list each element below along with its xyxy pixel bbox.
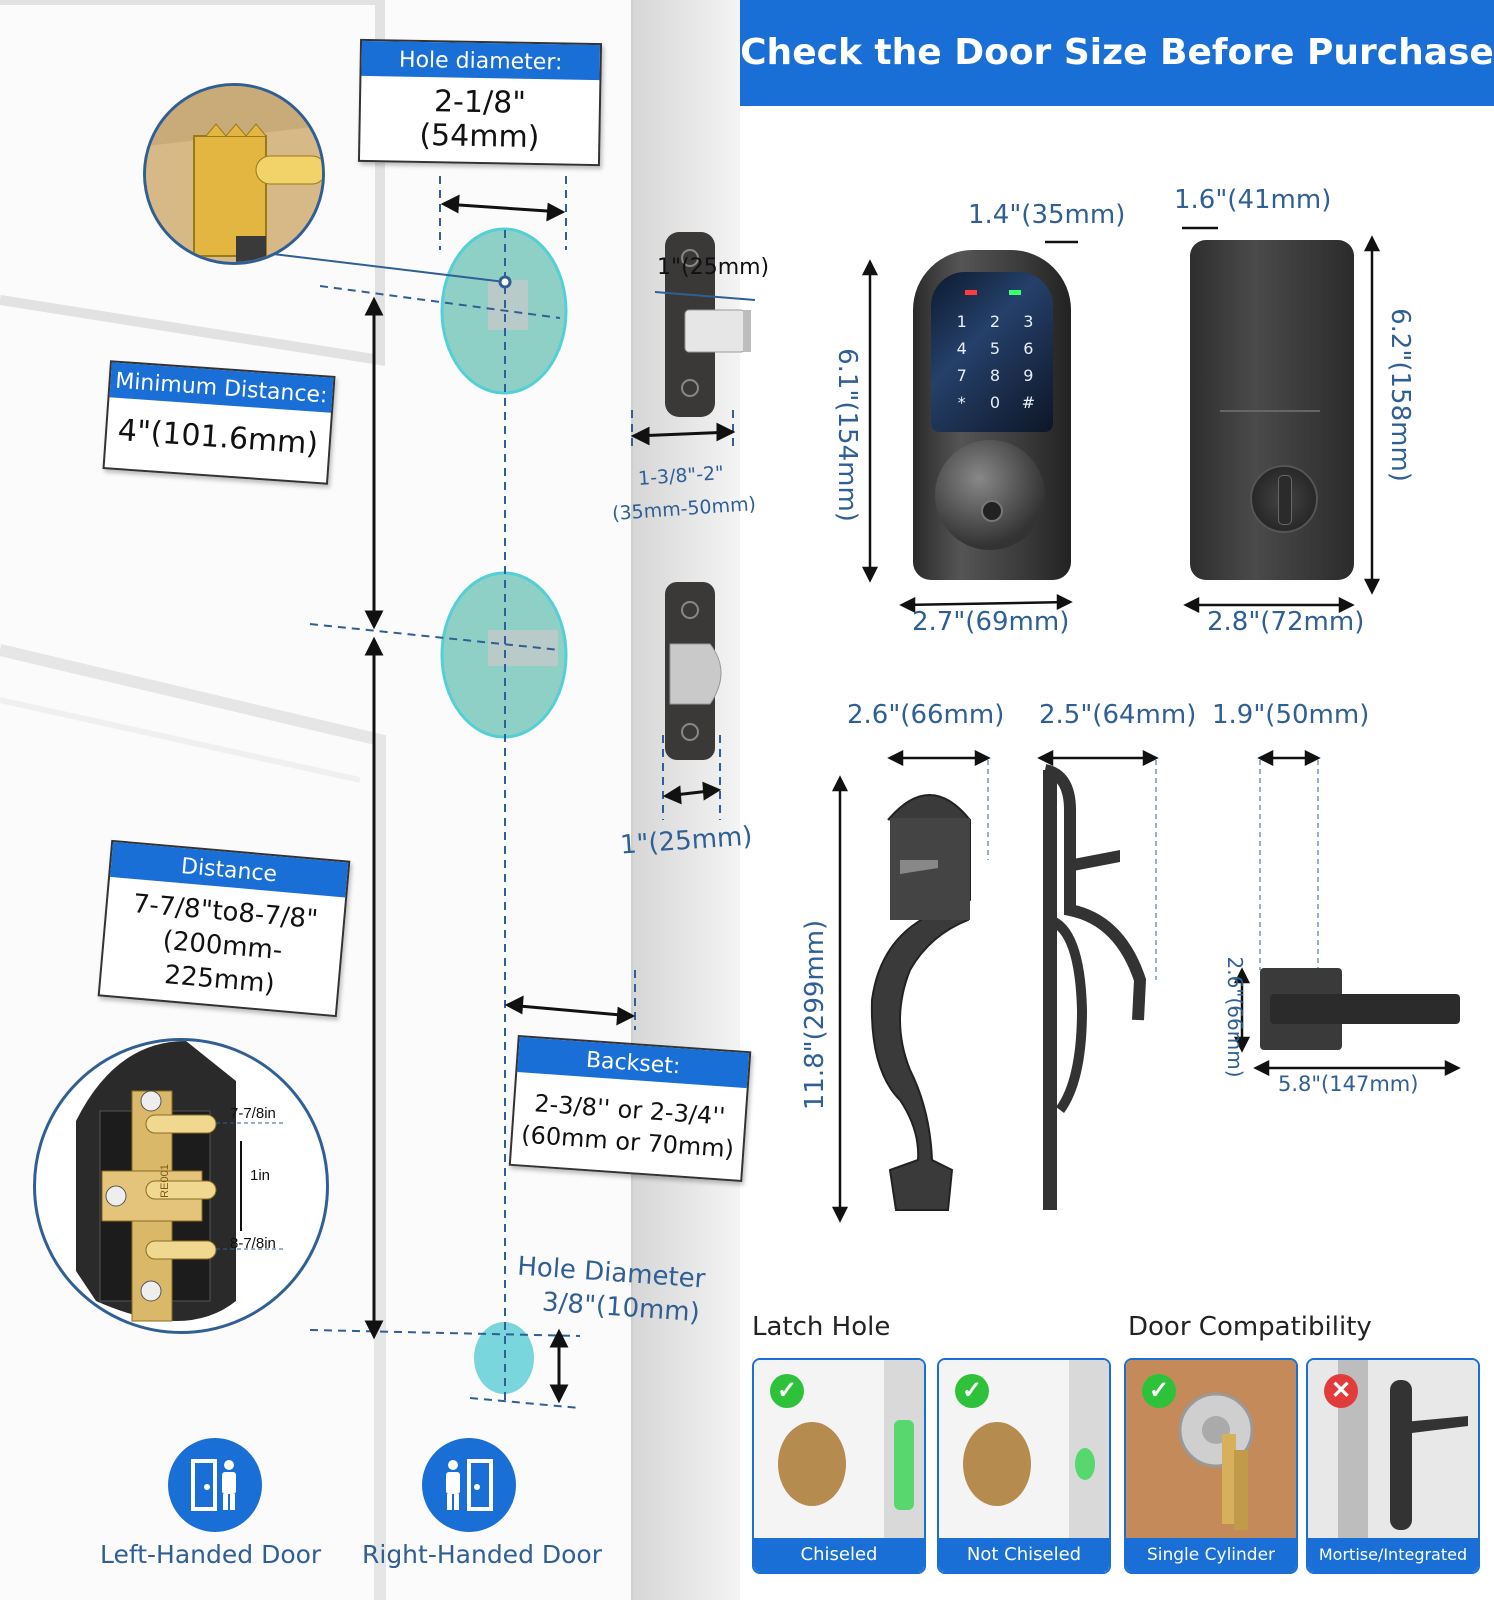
tile-mortise: ✕ Mortise/Integrated [1306, 1358, 1480, 1574]
keypad-key: 5 [989, 339, 1001, 358]
keypad-width-label: 2.7"(69mm) [912, 607, 1070, 637]
chiseled-label: Chiseled [754, 1538, 924, 1572]
single-cylinder-label: Single Cylinder [1126, 1538, 1296, 1572]
keypad-key: 9 [1023, 366, 1034, 385]
keypad-key: 1 [956, 312, 967, 331]
check-icon: ✓ [1142, 1374, 1176, 1408]
zoom-strike-plate: 7-7/8in 1in 8-7/8in RE001 [33, 1038, 329, 1334]
tile-chiseled: ✓ Chiseled [752, 1358, 926, 1574]
lever-illustration [1233, 750, 1461, 1077]
keypad-height-label: 6.1"(154mm) [832, 348, 862, 522]
keypad-key: 6 [1023, 339, 1034, 358]
tile-single-cylinder: ✓ Single Cylinder [1124, 1358, 1298, 1574]
strike-top-label: 7-7/8in [230, 1105, 276, 1122]
not-chiseled-illustration [939, 1360, 1109, 1572]
interior-dimension-lines [1182, 226, 1381, 614]
keypad-key: 2 [989, 312, 1001, 331]
mortise-label: Mortise/Integrated [1308, 1538, 1478, 1572]
strike-bottom-label: 8-7/8in [230, 1235, 276, 1252]
distance-card: Distance 7-7/8"to8-7/8"(200mm-225mm) [97, 839, 351, 1018]
keypad-exterior: 1 2 3 4 5 6 7 8 9 * 0 # [913, 250, 1071, 580]
green-indicator [1009, 290, 1021, 295]
check-icon: ✓ [770, 1374, 804, 1408]
spring-latch [665, 582, 722, 760]
red-indicator [965, 290, 977, 295]
lever-length-label: 5.8"(147mm) [1278, 1072, 1419, 1096]
hole-diameter-card: Hole diameter: 2-1/8"(54mm) [357, 38, 603, 167]
header-title: Check the Door Size Before Purchase [740, 32, 1494, 73]
left-handed-door-icon [168, 1438, 262, 1532]
interior-height-label: 6.2"(158mm) [1385, 308, 1415, 482]
keypad-key: 8 [989, 366, 1001, 385]
keyhole-icon [981, 500, 1003, 522]
interior-width-label: 2.8"(72mm) [1207, 607, 1365, 637]
tile-not-chiseled: ✓ Not Chiseled [937, 1358, 1111, 1574]
right-handed-door-icon [422, 1438, 516, 1532]
min-distance-card: Minimum Distance: 4"(101.6mm) [102, 360, 336, 485]
backset-card: Backset: 2-3/8'' or 2-3/4''(60mm or 70mm… [508, 1034, 752, 1183]
hole-diameter-title: Hole diameter: [361, 40, 601, 81]
handle-height-label: 11.8"(299mm) [800, 919, 830, 1111]
x-icon: ✕ [1324, 1374, 1358, 1408]
interior-unit [1190, 240, 1354, 580]
keypad-key: 0 [989, 393, 1001, 412]
mortise-illustration [1308, 1360, 1478, 1572]
handle-front-width-label: 2.6"(66mm) [847, 700, 1005, 730]
check-icon: ✓ [955, 1374, 989, 1408]
not-chiseled-label: Not Chiseled [939, 1538, 1109, 1572]
handle-side-depth-label: 2.5"(64mm) [1039, 700, 1197, 730]
thumb-turn [1250, 465, 1318, 533]
strike-middle-label: 1in [250, 1167, 271, 1184]
latch-hole-title: Latch Hole [752, 1312, 891, 1342]
keypad-dimension-lines [861, 240, 1078, 614]
hole-diameter-value-2: (54mm) [419, 117, 540, 156]
hole-diameter-value-1: 2-1/8" [433, 84, 527, 121]
right-handed-door-label: Right-Handed Door [362, 1540, 603, 1569]
hole-guides [239, 176, 736, 1409]
keypad-key: 4 [956, 339, 967, 358]
keypad-key: # [1021, 393, 1036, 412]
lever-rose-label: 2.6"(66mm) [1223, 956, 1247, 1078]
keypad-key: * [957, 393, 966, 412]
latch-projection-label: 1"(25mm) [657, 255, 770, 280]
zoom-deadbolt [143, 83, 325, 265]
lever-projection-label: 1.9"(50mm) [1212, 700, 1370, 730]
deadbolt-latch [655, 232, 756, 417]
keypad-thickness-label: 1.4"(35mm) [968, 200, 1126, 230]
keypad-screen: 1 2 3 4 5 6 7 8 9 * 0 # [931, 272, 1053, 432]
handleset-illustration [831, 750, 1159, 1223]
min-distance-value: 4"(101.6mm) [116, 413, 320, 462]
interior-thickness-label: 1.6"(41mm) [1174, 185, 1332, 215]
door-compat-title: Door Compatibility [1128, 1312, 1372, 1342]
keypad-grid: 1 2 3 4 5 6 7 8 9 * 0 # [945, 312, 1045, 412]
small-hole-label: Hole Diameter 3/8"(10mm) [514, 1250, 707, 1331]
keypad-key: 7 [956, 366, 967, 385]
strike-stamp: RE001 [158, 1164, 171, 1198]
left-handed-door-label: Left-Handed Door [100, 1540, 322, 1569]
keypad-key: 3 [1023, 312, 1034, 331]
keypad-knob [935, 440, 1045, 550]
header-banner: Check the Door Size Before Purchase [740, 0, 1494, 106]
